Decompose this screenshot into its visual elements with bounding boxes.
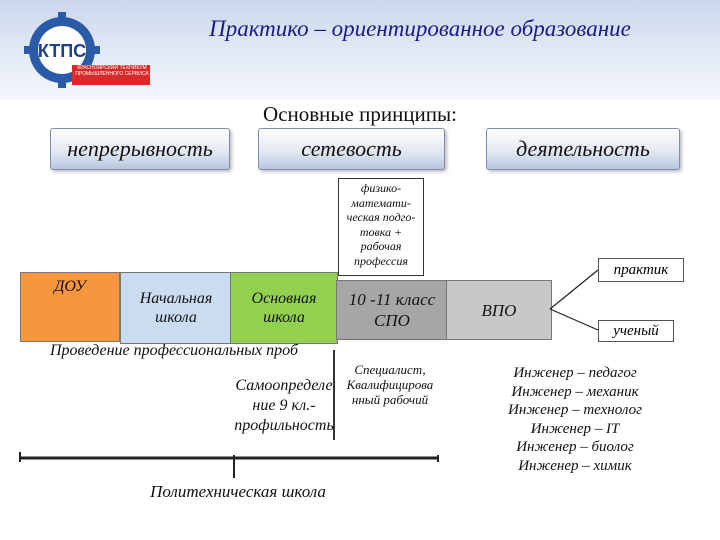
engineer-item: Инженер – биолог [516,439,634,455]
note-probes: Проведение профессиональных проб [50,342,298,359]
stage-grade10: 10 -11 класс СПО [336,280,448,340]
page-title: Практико – ориентированное образование [209,16,631,41]
stage-dou-label: ДОУ [54,278,86,295]
logo-caption: КРАСНОЯРСКИЙ ТЕХНИКУМ ПРОМЫШЛЕННОГО СЕРВ… [75,65,149,77]
stage-main: Основная школа [230,272,338,344]
ktps-logo: КТПС [24,12,150,88]
engineer-item: Инженер – механик [511,383,639,400]
stage-primary: Начальная школа [120,272,232,344]
stage-primary-label: Начальная школа [139,290,213,326]
engineer-item: Инженер – IT [530,420,620,437]
line-to-scientist [549,308,599,331]
principle-networking: сетевость [258,128,445,170]
principle-activity: деятельность [486,128,680,170]
stage-vpo-label: ВПО [481,300,517,320]
engineer-item: Инженер – химик [518,457,632,474]
engineer-item: Инженер – технолог [508,402,642,418]
engineer-list: Инженер – педагог Инженер – механик Инже… [500,364,650,475]
engineer-item: Инженер – педагог [513,365,637,381]
branch-practitioner: практик [598,258,684,282]
logo-text: КТПС [38,41,86,61]
stage-grade10-label: 10 -11 класс СПО [348,290,436,330]
note-physmath: физико-математи-ческая подго-товка + раб… [338,178,424,276]
branch-scientist: ученый [598,320,674,342]
principles-subtitle: Основные принципы: [263,102,457,126]
stage-dou: ДОУ [20,272,120,342]
note-specialist: Специалист, Квалифицирова нный рабочий [346,362,434,407]
principle-continuity: непрерывность [50,128,230,170]
stage-vpo: ВПО [446,280,552,340]
polytech-school-label: Политехническая школа [150,482,326,501]
note-self-determination: Самоопределе ние 9 кл.- профильность [234,377,334,434]
line-to-practitioner [549,269,599,310]
stage-main-label: Основная школа [251,290,317,326]
